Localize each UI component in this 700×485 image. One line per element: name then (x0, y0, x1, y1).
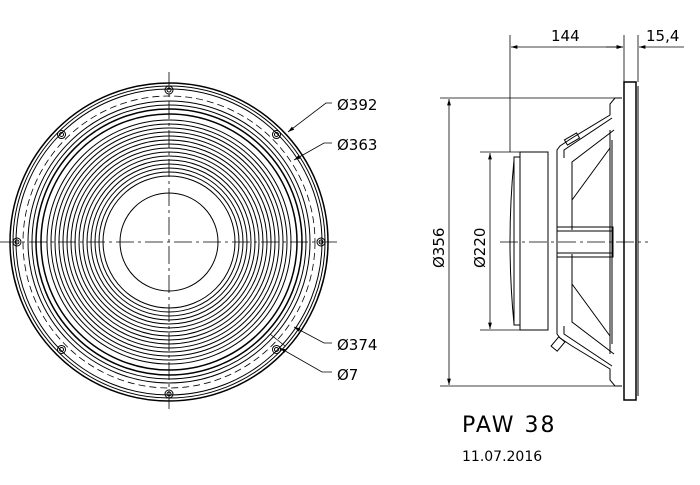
side-dimensions (440, 35, 684, 387)
mounting-hole (271, 130, 281, 140)
mounting-hole-inner (59, 346, 65, 352)
mounting-hole-inner (273, 346, 279, 352)
label-depth: 144 (551, 27, 580, 45)
model-title: PAW 38 (462, 413, 556, 438)
mounting-hole-inner (59, 132, 65, 138)
side-view (500, 81, 648, 401)
label-flange: 15,4 (646, 27, 679, 45)
drawing-date: 11.07.2016 (462, 449, 542, 465)
mounting-hole (57, 130, 67, 140)
mounting-hole-inner (273, 132, 279, 138)
label-d220: Ø220 (471, 228, 489, 268)
label-d356: Ø356 (430, 228, 448, 268)
front-dimension-leaders (269, 102, 332, 373)
front-view (0, 72, 340, 410)
label-d392: Ø392 (337, 96, 377, 114)
mounting-hole (57, 344, 67, 354)
label-d363: Ø363 (337, 136, 377, 154)
label-d7: Ø7 (337, 366, 358, 384)
mounting-hole (271, 344, 281, 354)
label-d374: Ø374 (337, 336, 377, 354)
